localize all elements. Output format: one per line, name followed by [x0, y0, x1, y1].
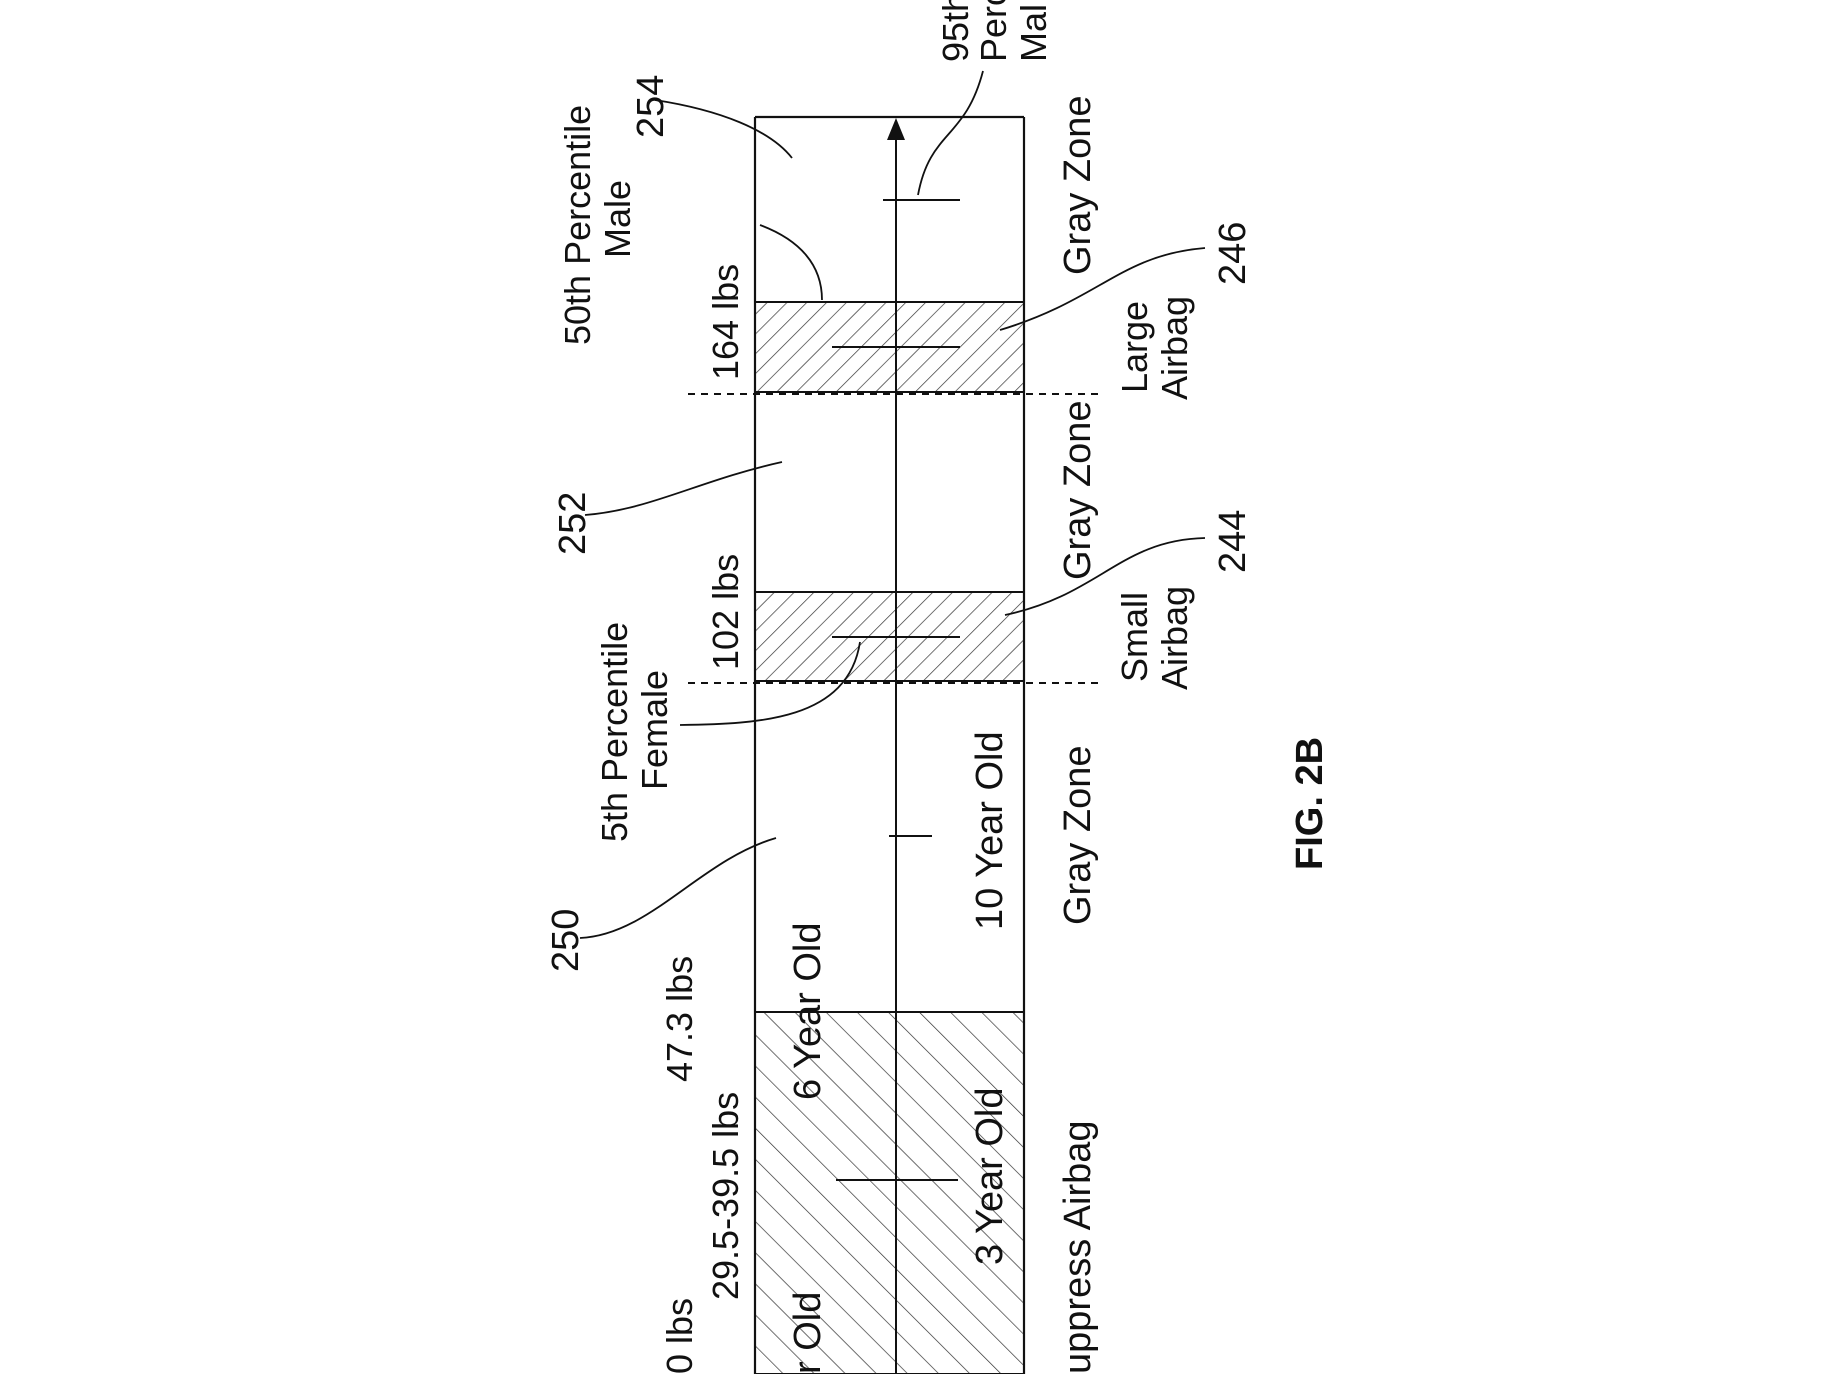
- svg-text:Airbag: Airbag: [1154, 586, 1195, 690]
- svg-text:50th Percentile: 50th Percentile: [557, 105, 598, 345]
- weight-cut-off: 0 lbs: [659, 1298, 700, 1374]
- ref-252: 252: [552, 492, 594, 555]
- p5-label: 5th Percentile Female: [594, 622, 675, 842]
- svg-text:Male: Male: [597, 180, 638, 258]
- svg-text:Mal: Mal: [1013, 4, 1054, 62]
- small-airbag-label: Small Airbag: [1114, 586, 1195, 690]
- age-6-year-old: 6 Year Old: [787, 923, 829, 1100]
- svg-text:Female: Female: [634, 670, 675, 790]
- gray-zone-bottom: Gray Zone: [1057, 745, 1099, 925]
- svg-text:Perc: Perc: [973, 0, 1014, 62]
- weight-47-3: 47.3 lbs: [659, 956, 700, 1082]
- axis-arrowhead-icon: [887, 118, 905, 140]
- gray-zone-middle: Gray Zone: [1057, 400, 1099, 580]
- suppress-airbag-label: uppress Airbag: [1057, 1121, 1099, 1374]
- p50-label: 50th Percentile Male: [557, 105, 638, 345]
- ref-246: 246: [1212, 222, 1254, 285]
- large-airbag-label: Large Airbag: [1114, 296, 1195, 400]
- svg-text:Airbag: Airbag: [1154, 296, 1195, 400]
- leader-lines: [580, 71, 1205, 938]
- svg-text:5th Percentile: 5th Percentile: [594, 622, 635, 842]
- svg-text:95th: 95th: [935, 0, 976, 62]
- age-3-year-old: 3 Year Old: [969, 1088, 1011, 1265]
- figure-caption: FIG. 2B: [1289, 737, 1331, 870]
- age-10-year-old: 10 Year Old: [969, 731, 1011, 930]
- svg-text:Small: Small: [1114, 592, 1155, 682]
- ref-250: 250: [545, 909, 587, 972]
- weight-29-5-39-5: 29.5-39.5 lbs: [705, 1092, 746, 1300]
- age-cut-off: r Old: [787, 1292, 829, 1374]
- weight-102: 102 lbs: [705, 554, 746, 670]
- p95-label: 95th Perc Mal: [935, 0, 1054, 62]
- gray-zone-top: Gray Zone: [1057, 95, 1099, 275]
- weight-164: 164 lbs: [705, 264, 746, 380]
- svg-text:Large: Large: [1114, 301, 1155, 393]
- ref-244: 244: [1212, 510, 1254, 573]
- ref-254: 254: [630, 75, 672, 138]
